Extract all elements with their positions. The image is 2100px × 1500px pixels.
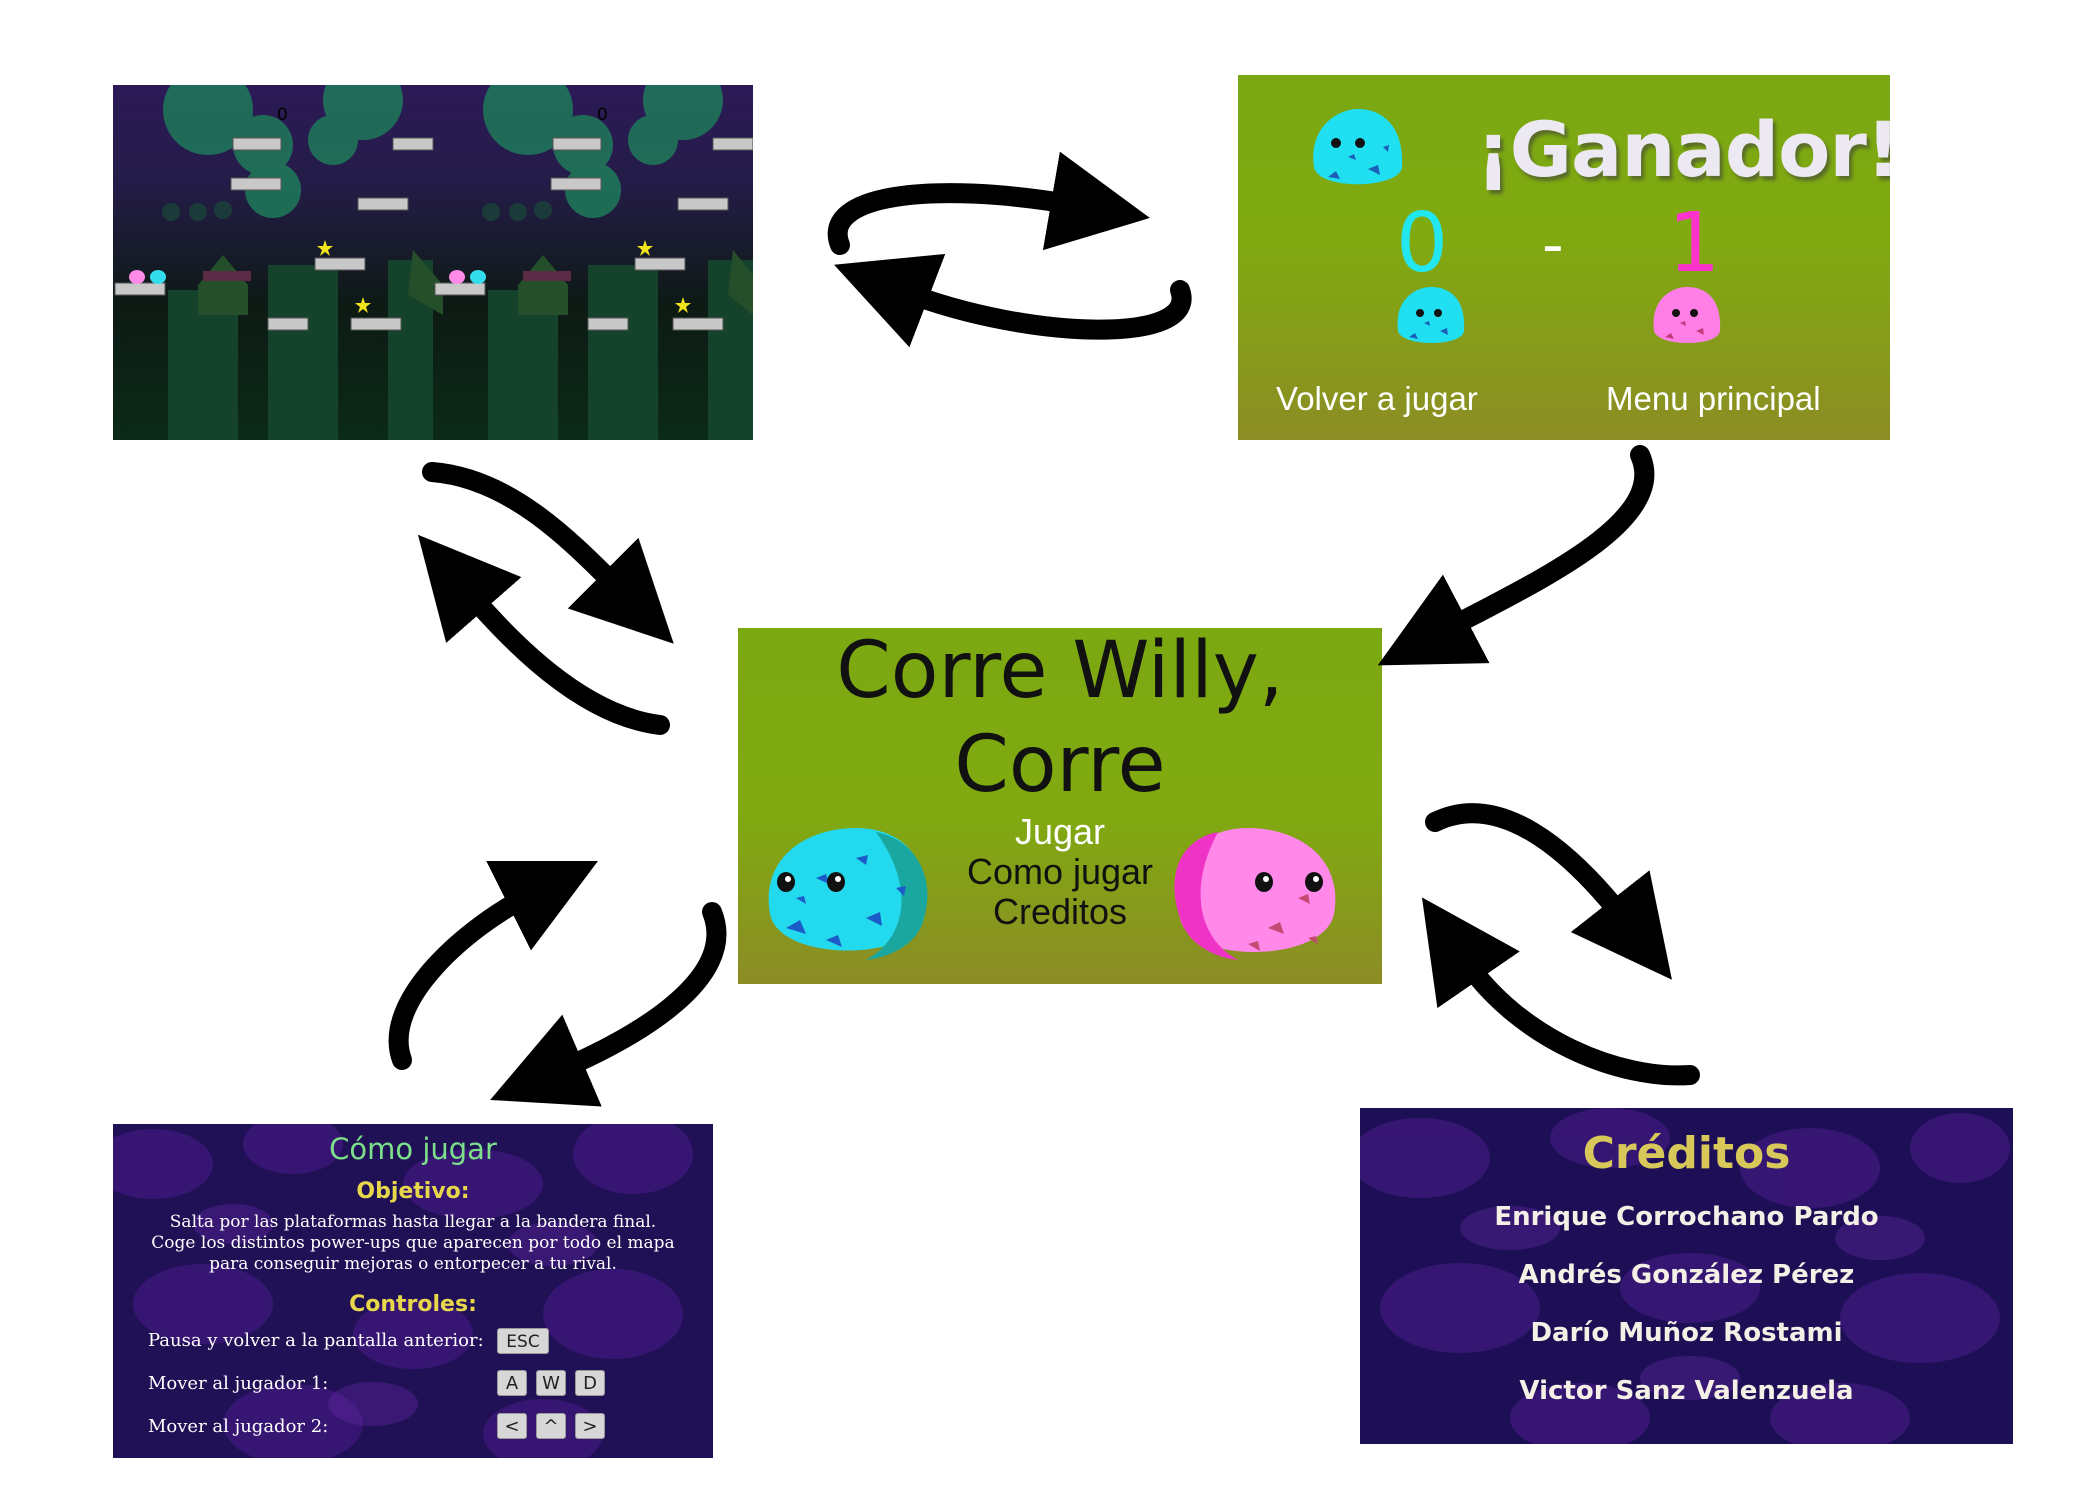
objective-line-1: Salta por las plataformas hasta llegar a… xyxy=(169,1212,657,1232)
arrow-menu-to-game xyxy=(417,534,670,735)
arrow-menu-to-howto xyxy=(490,902,727,1107)
objective-line-3: para conseguir mejoras o entorpecer a tu… xyxy=(209,1254,617,1274)
credits-button[interactable]: Creditos xyxy=(992,891,1128,932)
winner-score-separator: - xyxy=(1542,210,1564,280)
key-left-arrow: < xyxy=(497,1413,527,1439)
howto-background xyxy=(113,1124,693,1458)
credit-name-2: Andrés González Pérez xyxy=(1518,1260,1855,1290)
control-label-pause: Pausa y volver a la pantalla anterior: xyxy=(148,1330,484,1351)
objective-line-2: Coge los distintos power-ups que aparece… xyxy=(151,1233,675,1253)
main-menu-screen: Corre Willy, Corre Jugar Como jugar Cred… xyxy=(738,628,1382,984)
how-to-play-screen: Cómo jugar Objetivo: Salta por las plata… xyxy=(113,1124,713,1458)
arrow-credits-to-menu xyxy=(1421,897,1700,1086)
credits-screen: Créditos Enrique Corrochano Pardo Andrés… xyxy=(1360,1108,2013,1444)
arrow-menu-to-credits xyxy=(1425,803,1672,980)
credit-name-4: Victor Sanz Valenzuela xyxy=(1519,1376,1854,1406)
cyan-blob-character-icon xyxy=(768,828,928,960)
arrow-game-to-menu xyxy=(422,462,674,644)
key-esc: ESC xyxy=(497,1328,549,1354)
key-up-arrow: ^ xyxy=(536,1413,566,1439)
arrow-howto-to-menu xyxy=(388,860,598,1070)
credit-name-1: Enrique Corrochano Pardo xyxy=(1494,1202,1879,1232)
control-label-player2: Mover al jugador 2: xyxy=(148,1416,329,1437)
howto-title: Cómo jugar xyxy=(329,1132,497,1166)
key-right-arrow: > xyxy=(575,1413,605,1439)
game-scene xyxy=(114,85,753,440)
player1-score: 0 xyxy=(277,105,288,125)
game-screen: 0 0 xyxy=(113,85,753,440)
winner-cyan-blob-icon xyxy=(1313,109,1403,185)
how-to-play-button[interactable]: Como jugar xyxy=(966,851,1154,892)
arrow-game-to-winner xyxy=(827,151,1150,255)
arrow-winner-to-game xyxy=(834,253,1192,348)
credits-title: Créditos xyxy=(1582,1128,1791,1179)
pink-blob-character-icon xyxy=(1174,828,1336,960)
credit-name-3: Darío Muñoz Rostami xyxy=(1530,1318,1843,1348)
key-a: A xyxy=(497,1370,527,1396)
key-w: W xyxy=(536,1370,566,1396)
main-menu-button[interactable]: Menu principal xyxy=(1606,380,1821,417)
controls-heading: Controles: xyxy=(349,1292,477,1317)
winner-title: ¡Ganador! xyxy=(1476,105,1890,194)
objective-heading: Objetivo: xyxy=(356,1179,470,1204)
replay-button[interactable]: Volver a jugar xyxy=(1276,380,1478,417)
credits-background xyxy=(1360,1108,2010,1444)
player2-blob-icon xyxy=(1653,287,1721,343)
play-button[interactable]: Jugar xyxy=(1014,811,1106,852)
key-d: D xyxy=(575,1370,605,1396)
winner-screen: ¡Ganador! 0 - 1 Volver a jugar Menu prin… xyxy=(1238,75,1890,440)
arrow-winner-to-menu xyxy=(1377,445,1655,666)
player2-score: 0 xyxy=(597,105,608,125)
winner-score-p1: 0 xyxy=(1396,196,1449,291)
winner-score-p2: 1 xyxy=(1668,196,1721,291)
menu-title-line1: Corre Willy, xyxy=(836,628,1284,716)
control-label-player1: Mover al jugador 1: xyxy=(148,1373,329,1394)
player1-blob-icon xyxy=(1397,287,1465,343)
menu-title-line2: Corre xyxy=(954,720,1166,810)
